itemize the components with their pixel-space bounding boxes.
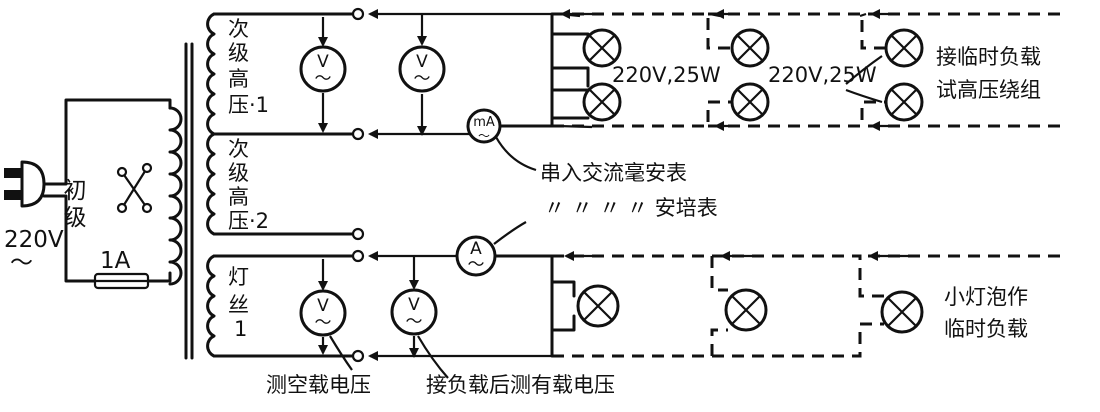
svg-text:灯: 灯 [228,265,249,289]
filament-lamp-1-icon [576,284,620,328]
svg-text:A: A [470,239,482,259]
svg-text:次: 次 [228,17,249,41]
secondary-output-wires [212,12,356,358]
filament-voltmeter-1: V ～ [299,259,347,355]
filament-lamp-3-icon [880,290,924,334]
svg-text:丝: 丝 [228,293,249,317]
svg-text:1: 1 [234,317,247,341]
voltage-label-callouts [329,335,449,379]
secondary-terminals [351,7,365,363]
supply-voltage-label: 220V [4,227,64,253]
svg-text:接临时负载: 接临时负载 [936,45,1041,69]
fuse-rating-label: 1A [100,248,131,274]
hv1-winding-label: 次 级 高 压·1 [228,17,269,117]
primary-winding-label: 初级 [59,178,87,232]
primary-coil [168,106,183,286]
svg-text:～: ～ [468,255,485,275]
svg-text:～: ～ [478,129,490,143]
filament-coil [206,254,216,358]
primary-wire-bottom [42,194,172,283]
lamp-2b-icon [730,82,770,122]
lamp-1b-icon [582,82,622,122]
svg-text:V: V [416,52,428,72]
filament-load-wire [493,254,554,358]
ammeter-callout [493,221,527,245]
voltage-selector-switch-icon [116,162,153,214]
svg-text:V: V [408,295,420,315]
filament-lamp-2-icon [724,288,768,332]
series-milliammeter-label: 串入交流毫安表 [540,161,687,185]
hv1-dashed-top-1 [552,12,732,50]
svg-text:压·1: 压·1 [228,93,269,117]
filament-lamp-1-wires [550,280,576,332]
hv-temp-load-label: 接临时负载 试高压绕组 [936,45,1041,102]
rating-callouts [845,55,883,104]
no-load-voltage-label: 测空载电压 [266,373,371,397]
lamp-2a-icon [730,28,770,68]
series-ammeter-label: 〃 〃 〃 〃 安培表 [544,196,718,220]
hv1-dashed-top-2 [708,12,886,50]
fuse-icon [93,272,150,290]
filament-dashed-2 [712,254,884,358]
svg-text:高: 高 [228,185,249,209]
milliammeter: mA ～ [466,108,502,144]
supply-ac-symbol: ～ [10,250,33,276]
milliammeter-callout [495,136,537,172]
svg-text:小灯泡作: 小灯泡作 [944,285,1028,309]
lamp-pair-1-rating: 220V,25W [612,63,721,87]
load-voltage-label: 接负载后测有载电压 [426,373,615,397]
svg-text:～: ～ [315,69,332,89]
lamp-pair-1-wires [550,32,590,120]
ammeter: A ～ [455,235,497,277]
primary-wire-top [42,98,172,186]
lamp-3b-icon [884,82,924,122]
svg-text:mA: mA [473,115,495,130]
hv2-coil [206,132,216,236]
svg-text:级: 级 [228,41,249,65]
filament-dashed-1 [552,254,728,358]
svg-text:～: ～ [414,69,431,89]
hv1-coil [206,12,216,136]
svg-text:V: V [317,296,329,316]
hv1-dashed-bottom-1 [552,100,732,128]
svg-text:～: ～ [406,312,423,332]
mains-plug-icon [4,160,46,208]
svg-text:次: 次 [228,137,249,161]
hv1-dashed-bottom-2 [708,100,886,128]
hv2-winding-label: 次 级 高 压·2 [228,137,269,233]
hv1-load-wire-right [498,12,554,128]
svg-text:临时负载: 临时负载 [944,317,1028,341]
hv1-voltmeter-1: V ～ [299,17,347,133]
transformer-core [184,42,194,360]
lamp-3a-icon [884,28,924,68]
svg-text:试高压绕组: 试高压绕组 [936,78,1041,102]
lamp-1a-icon [582,28,622,68]
filament-voltmeter-2: V ～ [390,256,438,358]
svg-text:级: 级 [228,161,249,185]
lamp-pair-2-rating: 220V,25W [768,63,877,87]
hv1-voltmeter-2: V ～ [398,14,446,136]
bulb-temp-load-label: 小灯泡作 临时负载 [944,285,1028,341]
svg-text:高: 高 [228,67,249,91]
svg-text:～: ～ [315,313,332,333]
svg-text:压·2: 压·2 [228,209,269,233]
svg-text:V: V [317,52,329,72]
filament-winding-label: 灯 丝 1 [228,265,249,341]
